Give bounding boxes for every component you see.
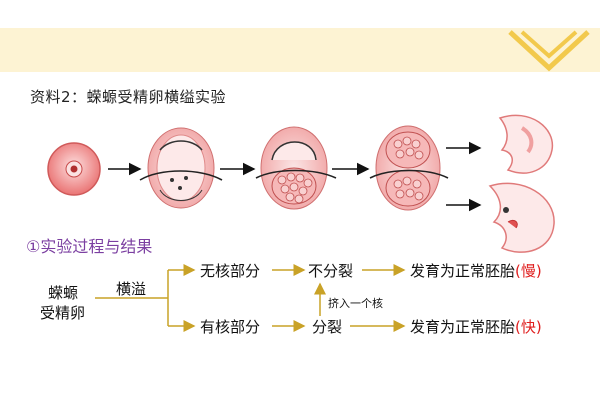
annotation-label: 挤入一个核 <box>328 297 383 310</box>
constricted-egg <box>147 127 215 209</box>
top-paren-close: ) <box>535 262 542 280</box>
bottom-paren-open: ( <box>515 318 521 336</box>
bottom-outcome-text: 发育为正常胚胎 <box>410 318 516 336</box>
bottom-speed: 快 <box>520 318 536 336</box>
both-halves-dividing <box>375 125 441 211</box>
flow-lines <box>95 264 406 332</box>
embryo-large <box>488 182 555 253</box>
top-outcome: 发育为正常胚胎(慢) <box>410 260 542 281</box>
source-label-line2: 受精卵 <box>40 304 86 322</box>
bottom-result-label: 分裂 <box>312 318 343 336</box>
header-banner <box>0 28 600 72</box>
dividing-half-egg <box>260 126 328 210</box>
top-outcome-text: 发育为正常胚胎 <box>410 262 516 280</box>
fertilized-egg <box>47 142 101 196</box>
top-speed: 慢 <box>520 262 536 280</box>
section-title: ①实验过程与结果 <box>26 237 153 256</box>
step-label: 横溢 <box>116 280 147 298</box>
top-paren-open: ( <box>515 262 521 280</box>
bottom-outcome: 发育为正常胚胎(快) <box>410 316 542 337</box>
embryo-small <box>498 114 554 174</box>
bottom-part-label: 有核部分 <box>200 318 261 336</box>
top-part-label: 无核部分 <box>200 262 261 280</box>
top-result-label: 不分裂 <box>308 262 354 280</box>
source-label-line1: 蝾螈 <box>48 284 79 302</box>
bottom-paren-close: ) <box>535 318 542 336</box>
page-heading: 资料2：蝾螈受精卵横缢实验 <box>30 88 227 106</box>
chevron-down-icon <box>508 30 590 72</box>
